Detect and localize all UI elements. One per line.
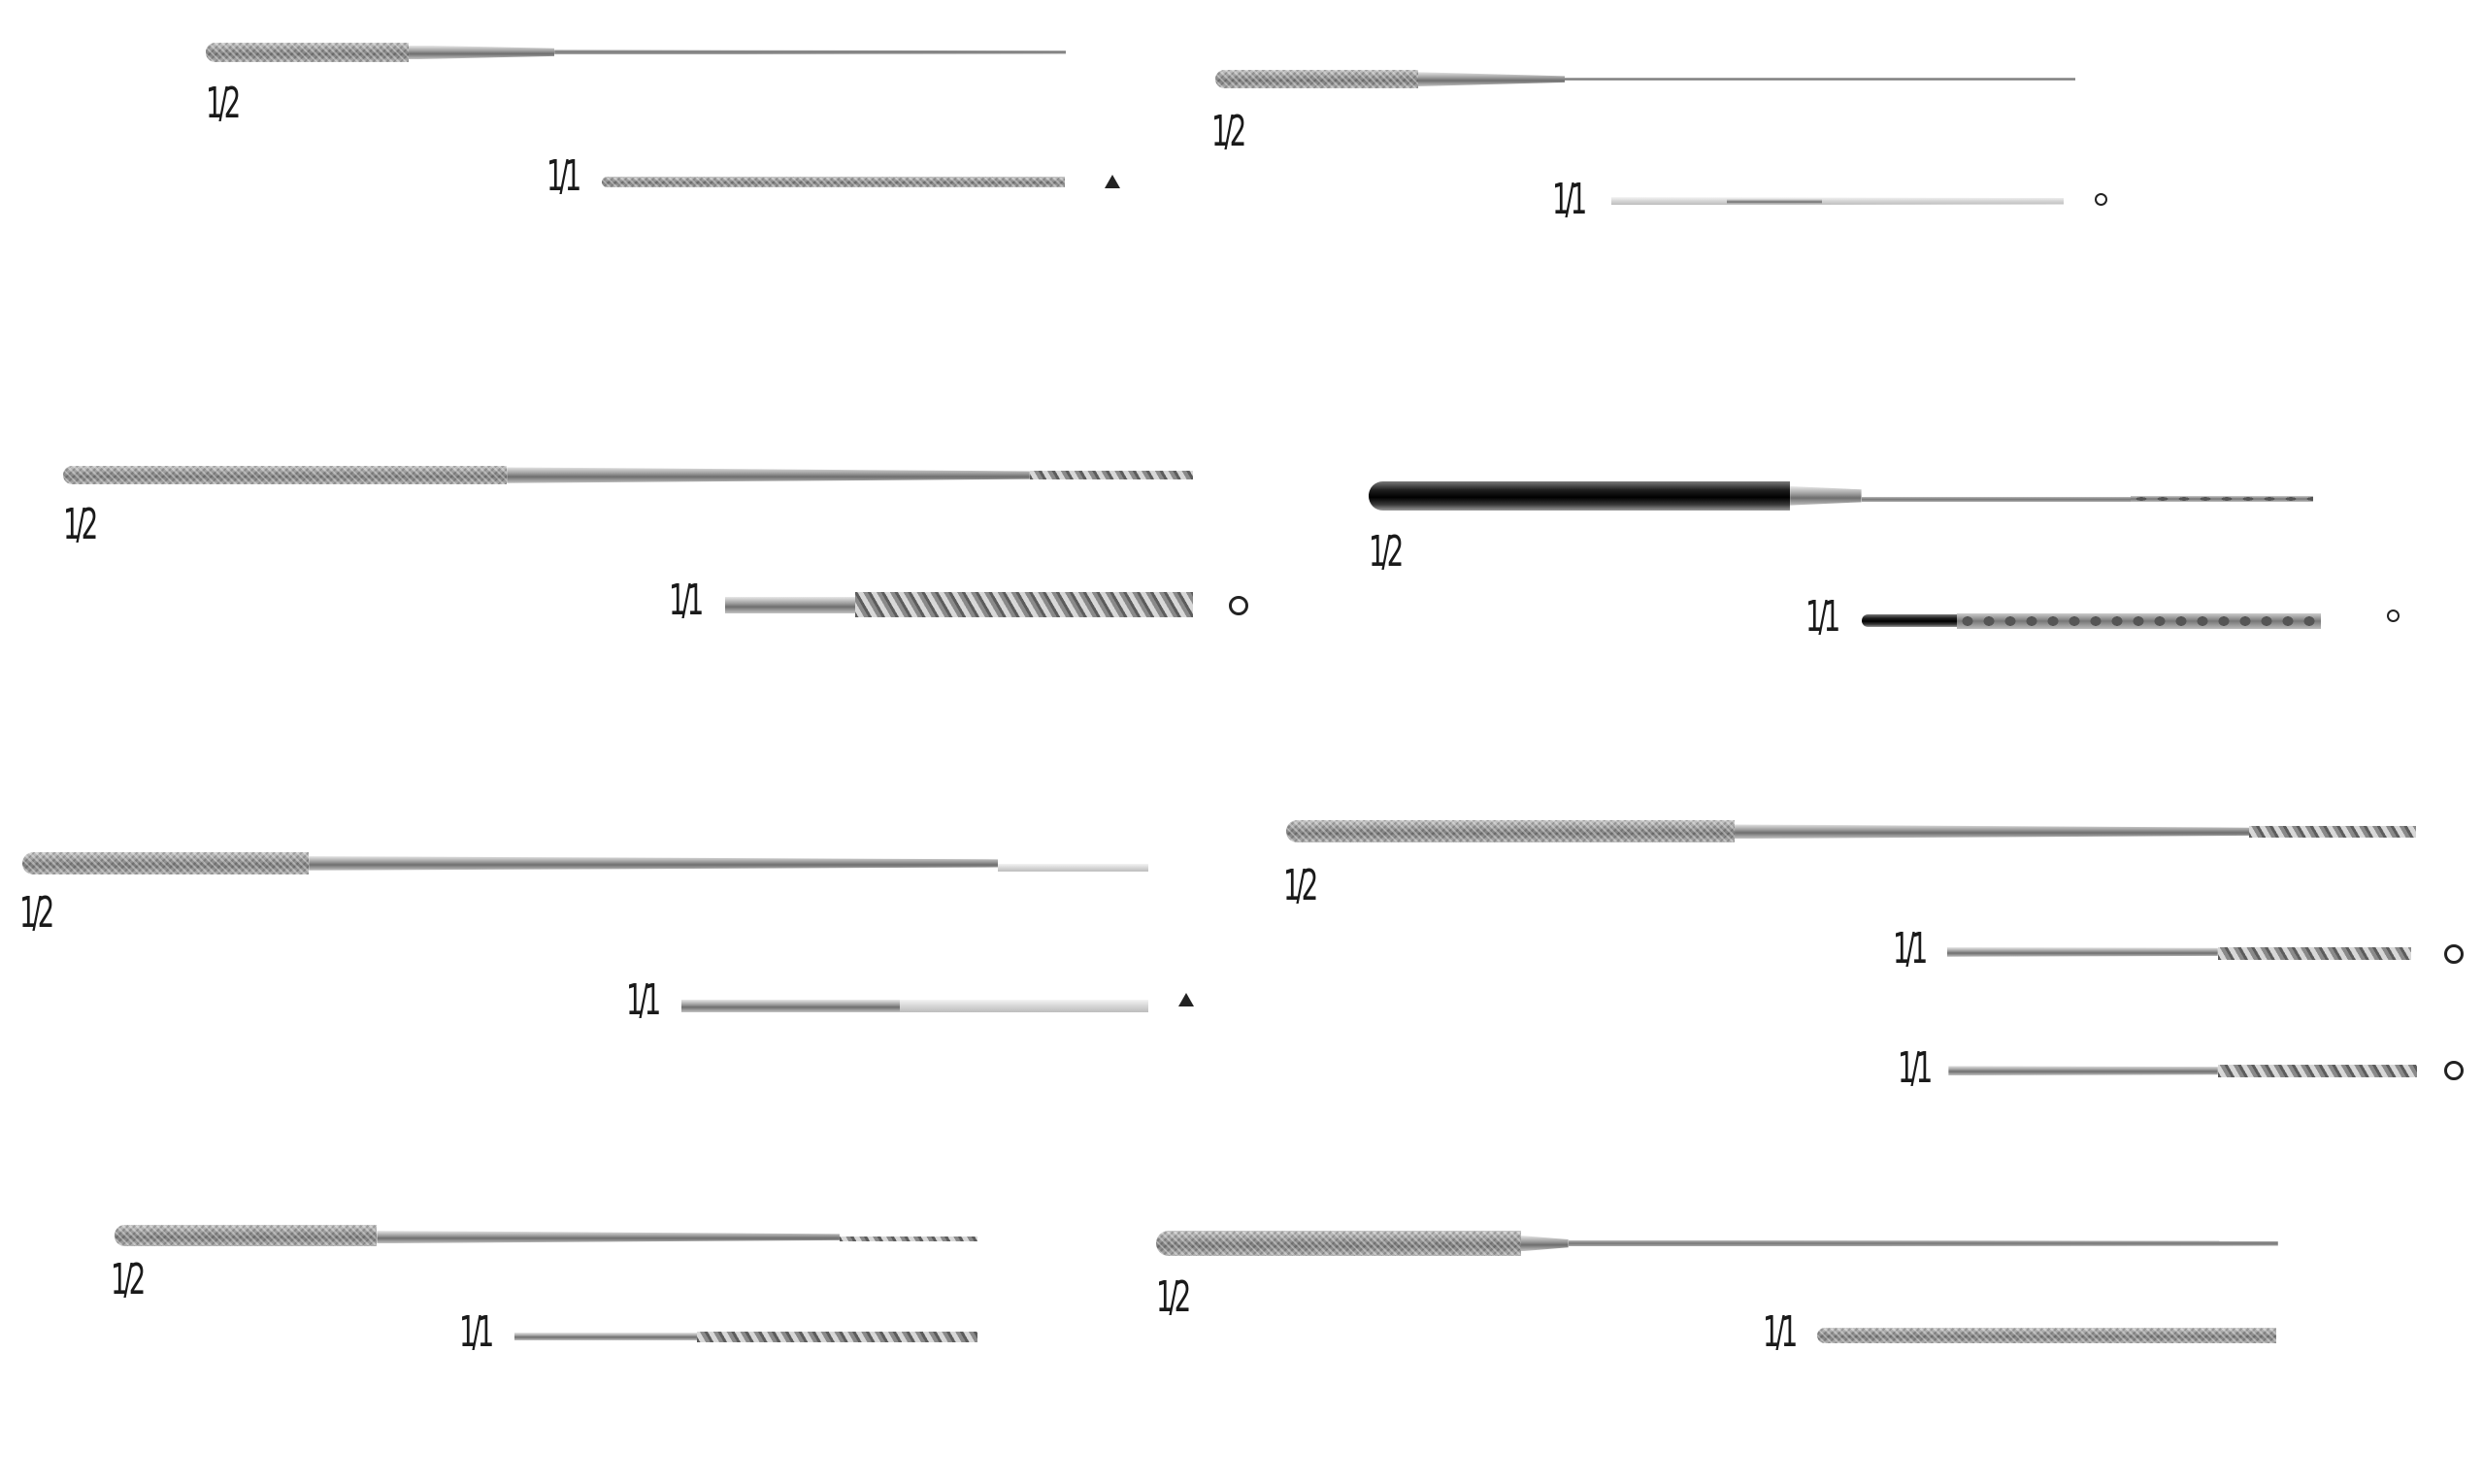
instrument-drill-segment xyxy=(1956,612,2321,629)
triangle-icon xyxy=(1178,993,1195,1007)
instrument-wire-segment xyxy=(554,49,1067,55)
instrument-shaft-segment xyxy=(1735,824,2250,840)
instrument-shaft-segment xyxy=(1790,486,1862,506)
instrument-twist-segment xyxy=(2249,826,2416,838)
scale-label-half: 1/2 xyxy=(63,499,98,549)
instrument-twist-segment xyxy=(839,1236,977,1241)
circle-icon xyxy=(2444,1061,2465,1081)
scale-label-half: 1/2 xyxy=(1156,1272,1191,1323)
instrument-shaft-segment xyxy=(1726,198,1822,204)
scale-label-full: 1/1 xyxy=(1893,924,1928,974)
instrument-twist-segment xyxy=(2217,1064,2418,1077)
instrument-knurl-segment xyxy=(206,43,410,62)
instrument-knurl-segment xyxy=(1286,820,1736,843)
scale-label-half: 1/2 xyxy=(111,1255,146,1305)
instrument-knurl-segment xyxy=(114,1225,378,1246)
instrument-shaft-segment xyxy=(377,1231,840,1244)
scale-label-full: 1/1 xyxy=(546,150,581,201)
instrument-shaft-segment xyxy=(1946,946,2218,957)
scale-label-half: 1/2 xyxy=(18,887,54,938)
instrument-black-segment xyxy=(1861,614,1957,628)
instrument-drill-segment xyxy=(2131,495,2313,503)
instrument-knurl-segment xyxy=(1816,1327,2277,1343)
instrument-shaft-segment xyxy=(1417,72,1566,86)
instrument-wire-segment xyxy=(1568,1239,2278,1247)
instrument-knurl-segment xyxy=(21,852,310,874)
scale-label-half: 1/2 xyxy=(1282,861,1318,911)
circle-icon xyxy=(2444,943,2465,964)
instrument-knurl-segment xyxy=(602,176,1065,188)
instrument-shaft-segment xyxy=(507,467,1030,483)
scale-label-full: 1/1 xyxy=(1805,591,1840,642)
instrument-knurl-segment xyxy=(63,465,508,485)
scale-label-half: 1/2 xyxy=(206,78,241,128)
instrument-wire-segment xyxy=(1565,77,2075,82)
instrument-shaft-segment xyxy=(1948,1066,2218,1076)
instrument-knurl-segment xyxy=(1214,69,1418,89)
instrument-knurl-segment xyxy=(1156,1231,1521,1257)
instrument-twist-segment xyxy=(1029,470,1193,480)
scale-label-full: 1/1 xyxy=(1763,1307,1798,1358)
scale-label-full: 1/1 xyxy=(1898,1042,1933,1093)
instrument-light-segment xyxy=(899,999,1149,1012)
scale-label-full: 1/1 xyxy=(625,974,661,1025)
instrument-wire-segment xyxy=(1861,496,2132,502)
circle-icon xyxy=(2094,193,2107,207)
circle-icon xyxy=(2387,610,2400,623)
instrument-shaft-segment xyxy=(725,597,856,613)
circle-icon xyxy=(1229,595,1249,615)
instrument-twist-segment xyxy=(2217,946,2411,960)
instrument-twist-segment xyxy=(855,592,1193,618)
instrument-shaft-segment xyxy=(409,45,555,60)
instrument-shaft-segment xyxy=(514,1333,698,1341)
triangle-icon xyxy=(1104,174,1120,188)
instrument-shaft-segment xyxy=(680,999,900,1012)
instrument-twist-segment xyxy=(697,1331,977,1343)
instrument-light-segment xyxy=(998,864,1149,873)
scale-label-half: 1/2 xyxy=(1369,526,1404,577)
instrument-light-segment xyxy=(1610,197,2065,206)
instrument-shaft-segment xyxy=(1520,1235,1569,1252)
scale-label-full: 1/1 xyxy=(459,1307,494,1358)
scale-label-half: 1/2 xyxy=(1211,107,1246,157)
scale-label-full: 1/1 xyxy=(1552,175,1587,225)
instrument-black-segment xyxy=(1369,481,1791,511)
instrument-shaft-segment xyxy=(309,856,999,871)
scale-label-full: 1/1 xyxy=(668,576,704,626)
